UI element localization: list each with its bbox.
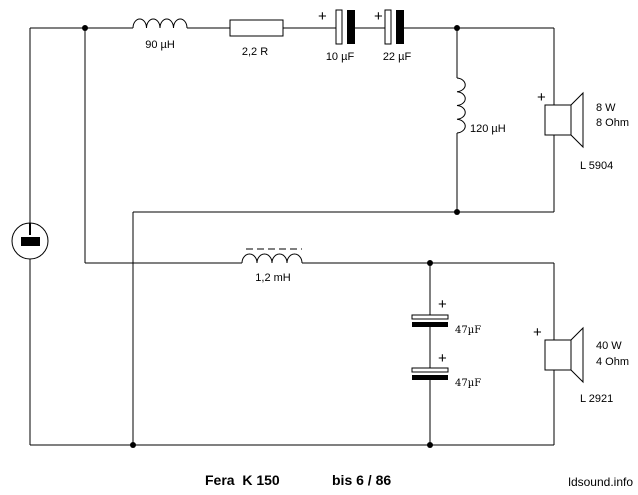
tweeter-power: 8 W <box>596 102 616 114</box>
inductor-l3-label: 1,2 mH <box>255 272 291 284</box>
diagram-subtitle: bis 6 / 86 <box>332 472 391 488</box>
capacitor-c4-polarity: + <box>438 350 447 367</box>
woofer-model: L 2921 <box>580 393 613 405</box>
inductor-l3 <box>241 248 303 264</box>
tweeter-model: L 5904 <box>580 160 613 172</box>
inductor-l1 <box>132 18 188 29</box>
junction-dot <box>130 442 136 448</box>
wiring <box>29 27 555 446</box>
capacitor-c1-label: 10 µF <box>326 51 355 63</box>
tweeter-impedance: 8 Ohm <box>596 117 629 129</box>
capacitor-c1 <box>335 9 355 45</box>
junction-dot <box>427 260 433 266</box>
inductor-l2-label: 120 µH <box>470 123 506 135</box>
input-source-symbol <box>11 222 49 260</box>
woofer-polarity: + <box>533 324 542 341</box>
capacitor-c3-label: 47µF <box>455 325 481 336</box>
junction-dot <box>454 209 460 215</box>
inductor-l2 <box>456 77 466 134</box>
resistor-r1 <box>229 19 284 37</box>
site-credit: ldsound.info <box>568 475 633 489</box>
capacitor-c2 <box>384 9 404 45</box>
capacitor-c2-label: 22 µF <box>383 51 412 63</box>
junction-dot <box>82 25 88 31</box>
capacitor-c3-polarity: + <box>438 296 447 313</box>
capacitor-c2-polarity: + <box>374 8 383 25</box>
tweeter-speaker-icon <box>544 91 584 149</box>
diagram-title: Fera K 150 <box>205 472 280 488</box>
capacitor-c1-polarity: + <box>318 8 327 25</box>
capacitor-c4-label: 47µF <box>455 378 481 389</box>
inductor-l1-label: 90 µH <box>145 39 175 51</box>
junctions <box>82 25 460 448</box>
woofer-impedance: 4 Ohm <box>596 356 629 368</box>
capacitor-c3 <box>411 314 449 327</box>
woofer-power: 40 W <box>596 340 622 352</box>
resistor-r1-label: 2,2 R <box>242 46 268 58</box>
capacitor-c4 <box>411 367 449 380</box>
junction-dot <box>427 442 433 448</box>
woofer-speaker-icon <box>544 326 584 384</box>
tweeter-polarity: + <box>537 89 546 106</box>
junction-dot <box>454 25 460 31</box>
